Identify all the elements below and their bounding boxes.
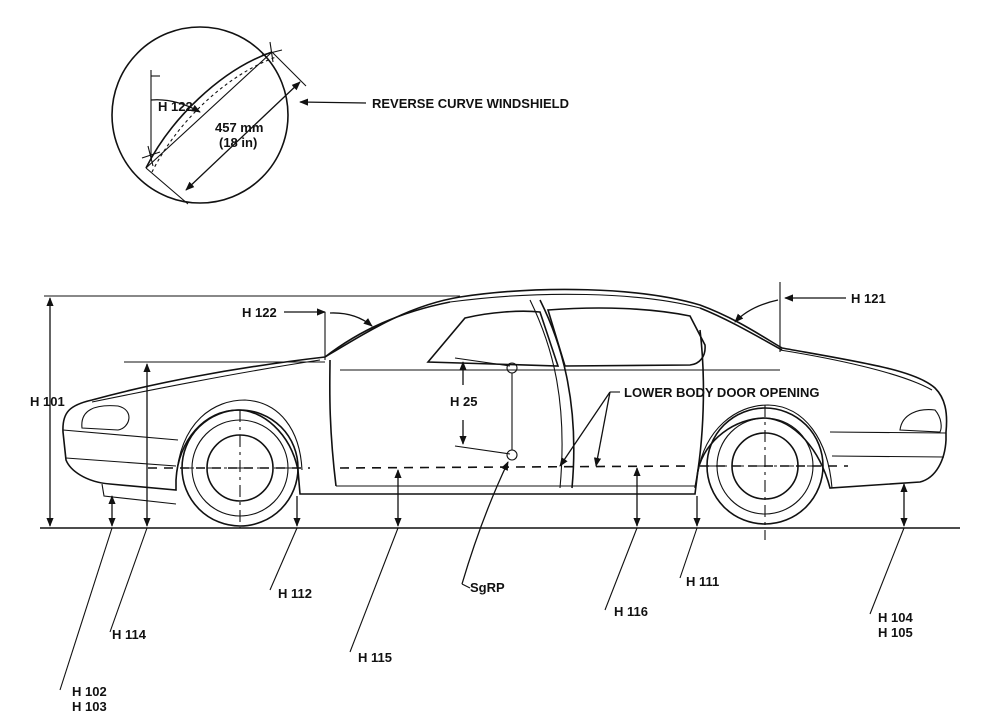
rear-bumper-line	[829, 431, 947, 434]
windshield-detail-inset: H 122 457 mm (18 in) REVERSE CURVE WINDS…	[111, 26, 569, 205]
front-side-window	[426, 310, 560, 367]
h112-dimension: H 112	[269, 496, 312, 601]
inset-h122-label: H 122	[158, 99, 193, 114]
rear-window	[699, 307, 783, 351]
h101-label: H 101	[30, 394, 65, 409]
sgrp-point	[506, 449, 518, 461]
dim-mm-label: 457 mm	[215, 120, 263, 135]
front-door-leading-edge	[328, 359, 337, 487]
dimension-extension-lower	[145, 167, 189, 205]
rear-wheel	[706, 405, 824, 540]
front-wheel	[181, 409, 299, 528]
car-side-view: H 25	[40, 288, 960, 540]
h102-label: H 102	[72, 684, 107, 699]
headlamp	[81, 405, 130, 431]
deck-lid-line	[779, 349, 933, 391]
h101-dimension: H 101	[30, 295, 460, 527]
h122-label: H 122	[242, 305, 277, 320]
h111-label: H 111	[686, 574, 719, 589]
h102-dimension: H 102 H 103	[59, 495, 116, 714]
h122-car-dimension: H 122	[242, 305, 373, 360]
sgrp-callout: SgRP	[461, 461, 509, 595]
center-pillar-door-cut	[539, 299, 575, 489]
tail-lamp	[899, 409, 942, 433]
lower-body-door-opening-line	[339, 465, 691, 469]
457mm-dimension-line	[185, 81, 301, 191]
callout-arrow	[299, 98, 367, 106]
sgrp-label: SgRP	[470, 580, 505, 595]
hood-line	[91, 359, 321, 403]
rear-bumper-lower	[831, 455, 945, 458]
dim-in-label: (18 in)	[219, 135, 257, 150]
seat-top-reference	[454, 357, 511, 367]
front-bumper-line	[62, 429, 179, 441]
h104-dimension: H 104 H 105	[869, 483, 913, 640]
h114-dimension: H 114	[109, 361, 325, 642]
h115-label: H 115	[358, 650, 392, 665]
reverse-curve-callout: REVERSE CURVE WINDSHIELD	[372, 96, 569, 111]
front-wheel-arch	[175, 399, 303, 481]
h115-dimension: H 115	[349, 469, 402, 665]
lower-body-door-opening-callout: LOWER BODY DOOR OPENING	[559, 385, 820, 467]
h116-dimension: H 116	[604, 467, 648, 619]
h105-label: H 105	[878, 625, 913, 640]
h114-label: H 114	[112, 627, 147, 642]
roof-line	[449, 293, 701, 309]
seat-bottom-reference	[454, 445, 511, 455]
h103-label: H 103	[72, 699, 107, 714]
h104-label: H 104	[878, 610, 913, 625]
lower-body-door-opening-label: LOWER BODY DOOR OPENING	[624, 385, 820, 400]
rear-wheel-arch	[697, 404, 833, 489]
h111-dimension: H 111	[679, 496, 719, 589]
windshield-glass-inner	[151, 56, 277, 173]
front-bumper-lower	[65, 457, 177, 467]
rear-side-window	[546, 307, 706, 367]
h121-label: H 121	[851, 291, 886, 306]
windshield	[324, 301, 451, 358]
h112-label: H 112	[278, 586, 312, 601]
h121-dimension: H 121	[734, 282, 886, 352]
h25-label: H 25	[450, 394, 477, 409]
front-air-dam	[101, 483, 177, 505]
dimension-extension-upper	[271, 51, 307, 87]
h116-label: H 116	[614, 604, 648, 619]
